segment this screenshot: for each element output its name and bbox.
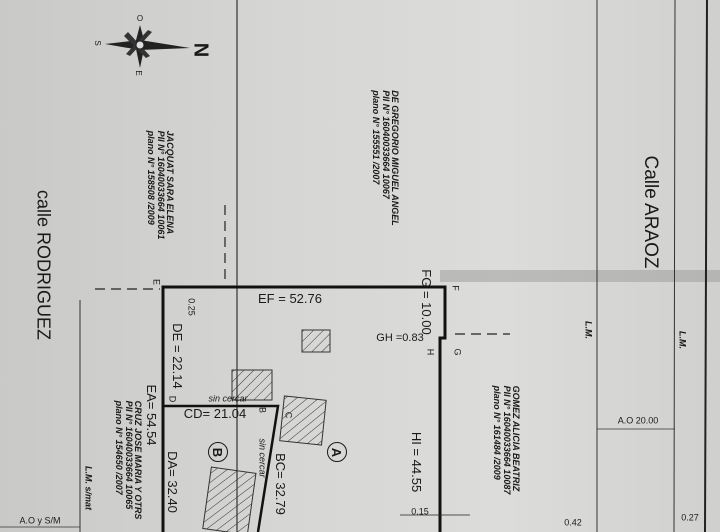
dim-027: 0.27 (681, 512, 699, 523)
compass-west: O (136, 13, 144, 23)
compass-east: E (134, 70, 144, 76)
compass-rose-icon (105, 25, 190, 68)
lm-smat-label: L.M. s/mat (83, 465, 94, 511)
compass-north: N (189, 42, 212, 58)
neighbor-de-gregorio: DE GREGORIO MIGUEL ANGEL PII N° 16040033… (371, 90, 401, 226)
neighbor-name: DE GREGORIO MIGUEL ANGEL (390, 90, 401, 226)
measure-fg: FG = 10.00 (418, 269, 434, 335)
neighbor-plano: plano N° 154650 /2007 (114, 400, 125, 495)
street-top: Calle ARAOZ (639, 155, 661, 269)
lot-boundary (161, 285, 447, 532)
neighbor-name: JACQUAT SARA ELENA (165, 130, 176, 235)
point-f: F (450, 285, 461, 291)
neighbor-pii: PII N° 16040033664 10061 (155, 130, 166, 240)
lot-division (163, 404, 280, 532)
measure-cd: CD= 21.04 (183, 406, 247, 422)
measure-da: DA= 32.40 (164, 451, 180, 513)
dim-025: 0.25 (186, 298, 197, 316)
neighbor-cruz: CRUZ JOSE MARIA Y OTRS PII N° 1604003366… (114, 400, 144, 520)
street-edge (704, 0, 708, 532)
point-e: E (151, 278, 162, 286)
neighbor-pii: PII N° 16040033664 10087 (501, 385, 512, 495)
measure-gh: GH =0.83 (376, 332, 424, 345)
neighbor-pii: PII N° 16040033664 10067 (380, 90, 391, 199)
point-b: B (257, 406, 268, 414)
measure-ea: EA= 54.54 (143, 384, 159, 446)
building-2 (231, 369, 273, 401)
lm-line-2 (673, 0, 676, 532)
neighbor-name: CRUZ JOSE MARIA Y OTRS (133, 400, 144, 520)
neighbor-plano: plano N° 155551 /2007 (371, 90, 382, 185)
compass-south: S (93, 40, 103, 46)
building-1 (301, 329, 331, 353)
sin-cercar-2: sin cercar (257, 438, 268, 478)
lot-b-label: B (210, 447, 226, 457)
measure-ef: EF = 52.76 (258, 291, 322, 307)
lm-label-2: L.M. (677, 331, 688, 349)
point-d: D (167, 395, 178, 403)
neighbor-plano: plano N° 161484 /2009 (492, 385, 503, 480)
neighbor-gomez: GOMEZ ALICIA BEATRIZ PII N° 16040033664 … (492, 385, 522, 495)
ao-label: A.O 20.00 (617, 415, 659, 426)
dim-015: 0.15 (411, 506, 429, 517)
lm-label-1: L.M. (583, 321, 594, 339)
measure-bc: BC= 32.79 (272, 453, 288, 515)
building-3 (279, 395, 327, 446)
lot-a-badge: A (327, 442, 347, 462)
point-c: C (283, 411, 294, 419)
neighbor-name: GOMEZ ALICIA BEATRIZ (511, 385, 522, 492)
lot-a-label: A (329, 447, 345, 457)
sin-cercar-1: sin cercar (208, 393, 248, 404)
neighbor-plano: plano N° 158508 /2009 (146, 130, 157, 225)
point-g: G (452, 348, 463, 356)
neighbor-jacquat: JACQUAT SARA ELENA PII N° 16040033664 10… (146, 130, 176, 240)
measure-de: DE = 22.14 (169, 323, 185, 389)
dim-042: 0.42 (564, 517, 582, 528)
street-bottom: calle RODRIGUEZ (33, 189, 54, 341)
paper-shadow (440, 270, 720, 282)
neighbor-pii: PII N° 16040033664 10065 (123, 400, 134, 510)
building-4 (202, 466, 257, 532)
lot-b-badge: B (208, 442, 228, 462)
point-h: H (425, 348, 436, 356)
measure-hi: HI = 44.55 (408, 431, 424, 493)
aoysm-label: A.O y S/M (19, 515, 61, 526)
